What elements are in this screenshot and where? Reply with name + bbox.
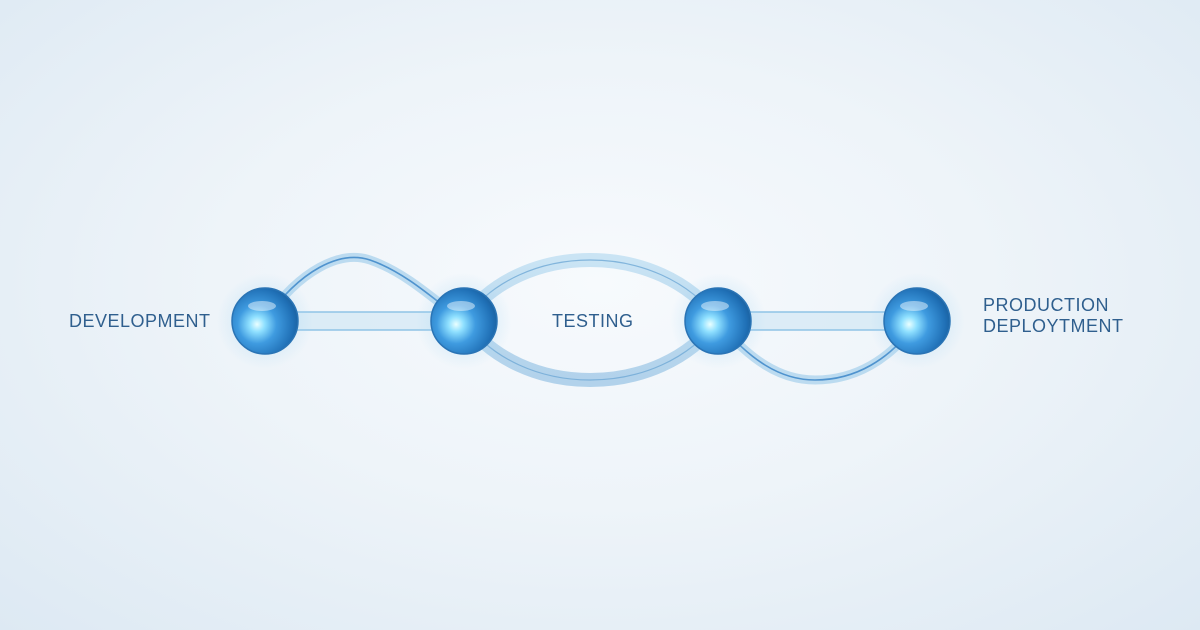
node-testing-end	[670, 273, 766, 369]
node-development	[217, 273, 313, 369]
label-development: DEVELOPMENT	[69, 311, 211, 331]
label-production-deployment: PRODUCTION DEPLOYTMENT	[983, 295, 1124, 337]
node-testing-start	[416, 273, 512, 369]
label-testing: TESTING	[552, 311, 634, 331]
label-production-line2: DEPLOYTMENT	[983, 316, 1124, 336]
label-production-line1: PRODUCTION	[983, 295, 1109, 315]
node-production	[869, 273, 965, 369]
